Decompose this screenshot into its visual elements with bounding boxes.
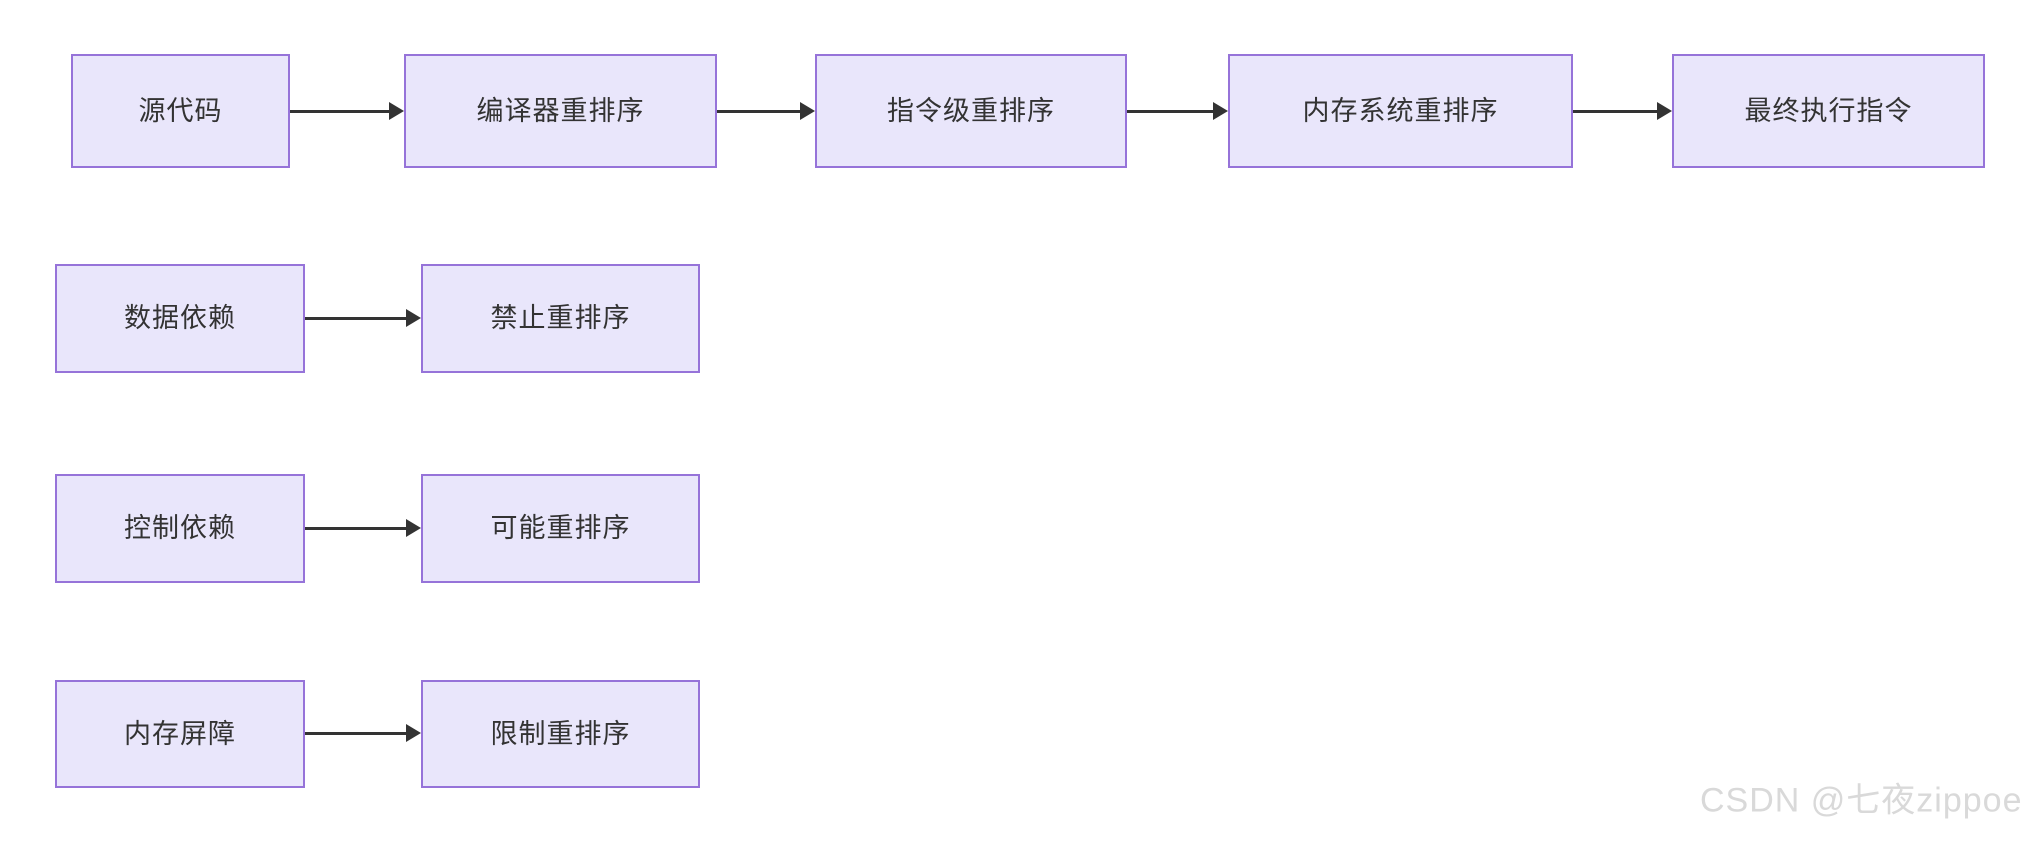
arrowhead-control-dependency-to-possible [406, 519, 421, 537]
node-control-dependency[interactable]: 控制依赖 [55, 474, 305, 583]
node-source-code[interactable]: 源代码 [71, 54, 290, 168]
arrowhead-compiler-to-instruction [800, 102, 815, 120]
arrowhead-data-dependency-to-forbid [406, 309, 421, 327]
node-final-instruction[interactable]: 最终执行指令 [1672, 54, 1985, 168]
arrow-data-dependency-to-forbid [305, 317, 408, 320]
node-forbid-reorder[interactable]: 禁止重排序 [421, 264, 700, 373]
arrowhead-source-to-compiler [389, 102, 404, 120]
node-possible-reorder[interactable]: 可能重排序 [421, 474, 700, 583]
arrow-memory-barrier-to-restrict [305, 732, 408, 735]
csdn-watermark: CSDN @七夜zippoe [1700, 781, 2023, 820]
node-instruction-reorder[interactable]: 指令级重排序 [815, 54, 1127, 168]
node-restrict-reorder[interactable]: 限制重排序 [421, 680, 700, 788]
node-memory-system-reorder[interactable]: 内存系统重排序 [1228, 54, 1573, 168]
arrow-compiler-to-instruction [717, 110, 802, 113]
arrowhead-memory-to-final [1657, 102, 1672, 120]
arrow-source-to-compiler [290, 110, 391, 113]
arrow-memory-to-final [1573, 110, 1659, 113]
arrowhead-memory-barrier-to-restrict [406, 724, 421, 742]
node-compiler-reorder[interactable]: 编译器重排序 [404, 54, 717, 168]
arrowhead-instruction-to-memory [1213, 102, 1228, 120]
node-data-dependency[interactable]: 数据依赖 [55, 264, 305, 373]
node-memory-barrier[interactable]: 内存屏障 [55, 680, 305, 788]
arrow-control-dependency-to-possible [305, 527, 408, 530]
arrow-instruction-to-memory [1127, 110, 1215, 113]
